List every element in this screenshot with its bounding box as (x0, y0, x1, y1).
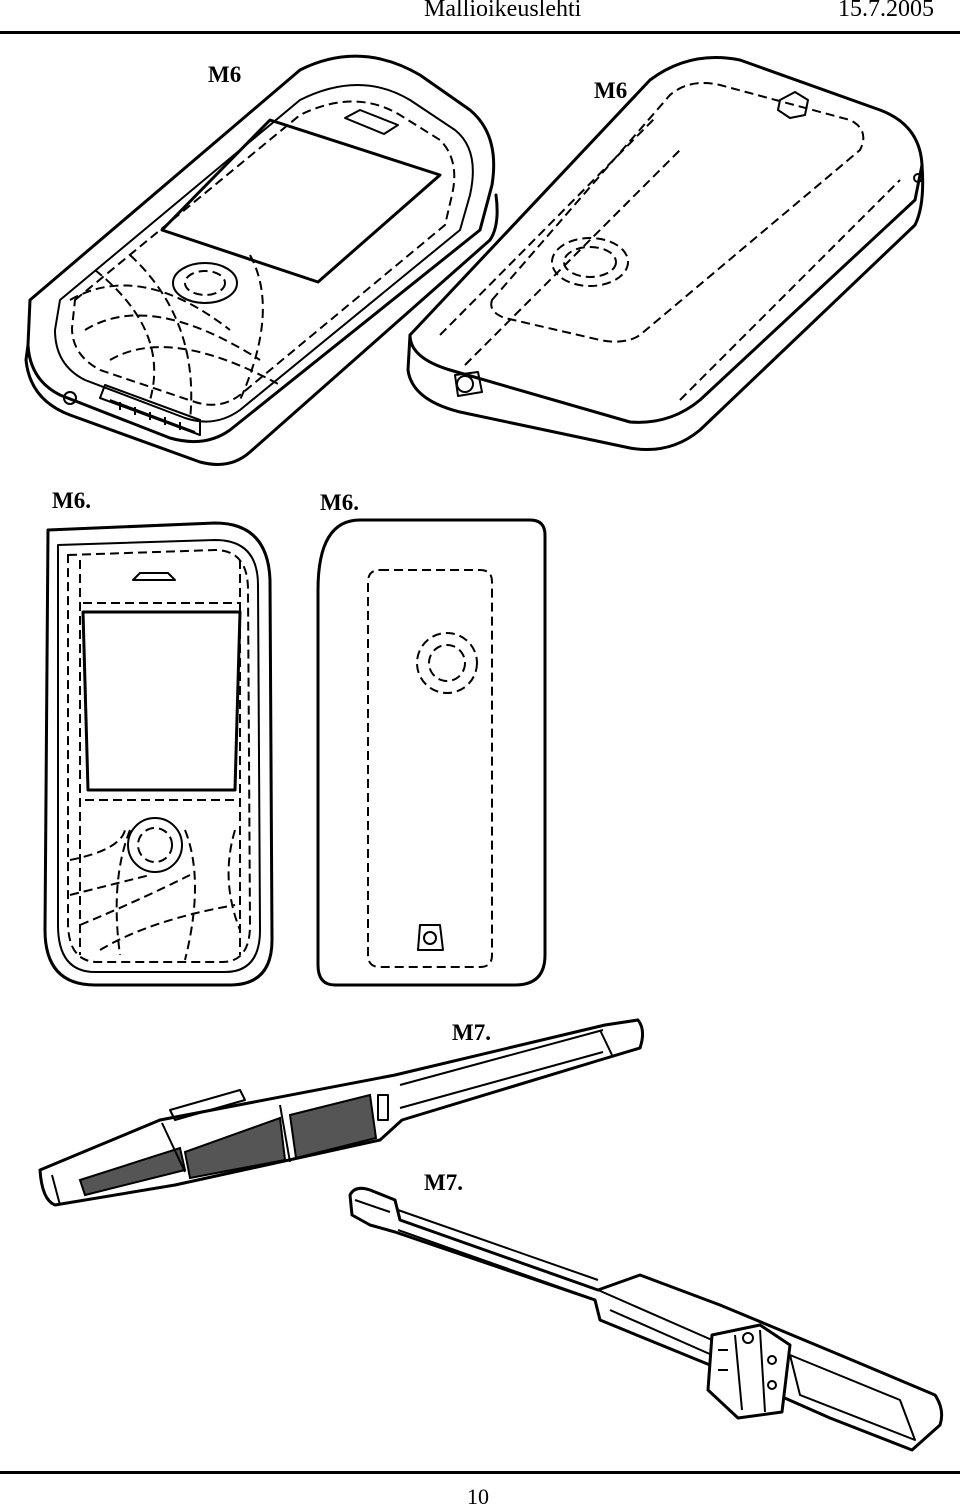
header-rule (0, 31, 960, 34)
page-header: Mallioikeuslehti 15.7.2005 (0, 0, 960, 40)
label-m7-bottom: M7. (424, 1170, 463, 1195)
publication-title: Mallioikeuslehti (424, 0, 582, 22)
phone-front-view-drawing (43, 521, 274, 987)
footer-rule (0, 1471, 960, 1474)
label-m6-front-perspective: M6 (208, 62, 242, 87)
publication-date: 15.7.2005 (838, 0, 934, 22)
label-m6-back-view: M6. (320, 490, 359, 515)
phone-back-perspective-drawing (406, 56, 925, 452)
wand-device-bottom-drawing (348, 1186, 944, 1452)
phone-back-view-drawing (316, 518, 547, 987)
label-m6-front-view: M6. (52, 488, 91, 513)
label-m6-back-perspective: M6 (594, 78, 628, 103)
page-number: 10 (467, 1484, 489, 1509)
phone-front-perspective-drawing (24, 54, 499, 466)
wand-device-top-drawing (38, 1018, 645, 1207)
label-m7-top: M7. (452, 1020, 491, 1045)
